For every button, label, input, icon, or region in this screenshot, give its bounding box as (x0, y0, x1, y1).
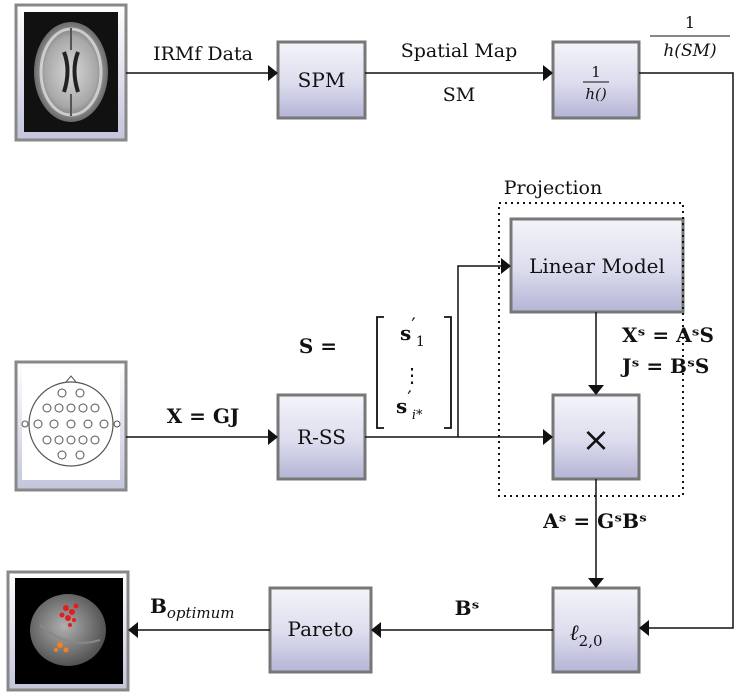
multiply-icon: × (582, 420, 611, 460)
s-vector-label: S = s′1 ⋮ s′i* (299, 313, 452, 429)
edge-branch-linear (457, 265, 501, 437)
inverse-h-numerator: 1 (591, 63, 601, 81)
multiply-node: × (551, 393, 641, 481)
brain-mri-axial-image (14, 3, 128, 142)
inverse-h-denominator: h() (585, 85, 607, 103)
rss-label: R-SS (297, 425, 346, 449)
irmf-data-label: IRMf Data (153, 43, 253, 65)
inverse-h-node: 1 h() (551, 40, 641, 120)
b-optimum-label: Boptimum (150, 594, 234, 622)
linear-model-node: Linear Model (509, 217, 685, 314)
xs-eq-label: Xˢ = AˢS (622, 323, 714, 347)
inverse-h-sm-label: 1 h(SM) (650, 13, 730, 61)
linear-model-label: Linear Model (529, 254, 665, 278)
arrowhead-invh (543, 65, 553, 81)
svg-text:s′1: s′1 (400, 313, 425, 350)
arrowhead-brain (128, 622, 138, 638)
edges (126, 65, 734, 638)
arrowhead-multiply-left (543, 429, 553, 445)
arrowhead-pareto (371, 622, 381, 638)
brain-activation-3d-image (6, 570, 130, 692)
rss-node: R-SS (276, 393, 367, 481)
svg-text:1: 1 (685, 13, 695, 32)
arrowhead-l20-right (639, 620, 649, 636)
svg-text:h(SM): h(SM) (663, 41, 716, 61)
pareto-node: Pareto (268, 586, 373, 674)
eeg-electrode-map-image (14, 360, 128, 492)
edge-invh-l20 (639, 72, 734, 629)
as-eq-label: Aˢ = GˢBˢ (542, 509, 647, 533)
arrowhead-spm (268, 65, 278, 81)
x-eq-gj-label: X = GJ (167, 404, 240, 428)
projection-group: Projection (498, 177, 684, 497)
bs-label: Bˢ (455, 596, 480, 620)
arrowhead-multiply-top (588, 385, 604, 395)
arrowhead-linear (501, 258, 511, 274)
l20-node: ℓ2,0 (551, 586, 641, 674)
spatial-map-label: Spatial Map (401, 40, 518, 62)
js-eq-label: Jˢ = BˢS (620, 354, 709, 378)
arrowhead-l20-top (588, 578, 604, 588)
arrowhead-rss (268, 429, 278, 445)
sm-label: SM (443, 84, 475, 106)
spm-node: SPM (276, 40, 367, 120)
svg-text:s′i*: s′i* (396, 386, 423, 423)
pareto-label: Pareto (288, 617, 354, 641)
spm-label: SPM (298, 68, 346, 92)
svg-text:S =: S = (299, 334, 337, 358)
svg-text:⋮: ⋮ (402, 363, 422, 387)
l20-label: ℓ2,0 (569, 621, 602, 650)
projection-label: Projection (504, 177, 602, 199)
